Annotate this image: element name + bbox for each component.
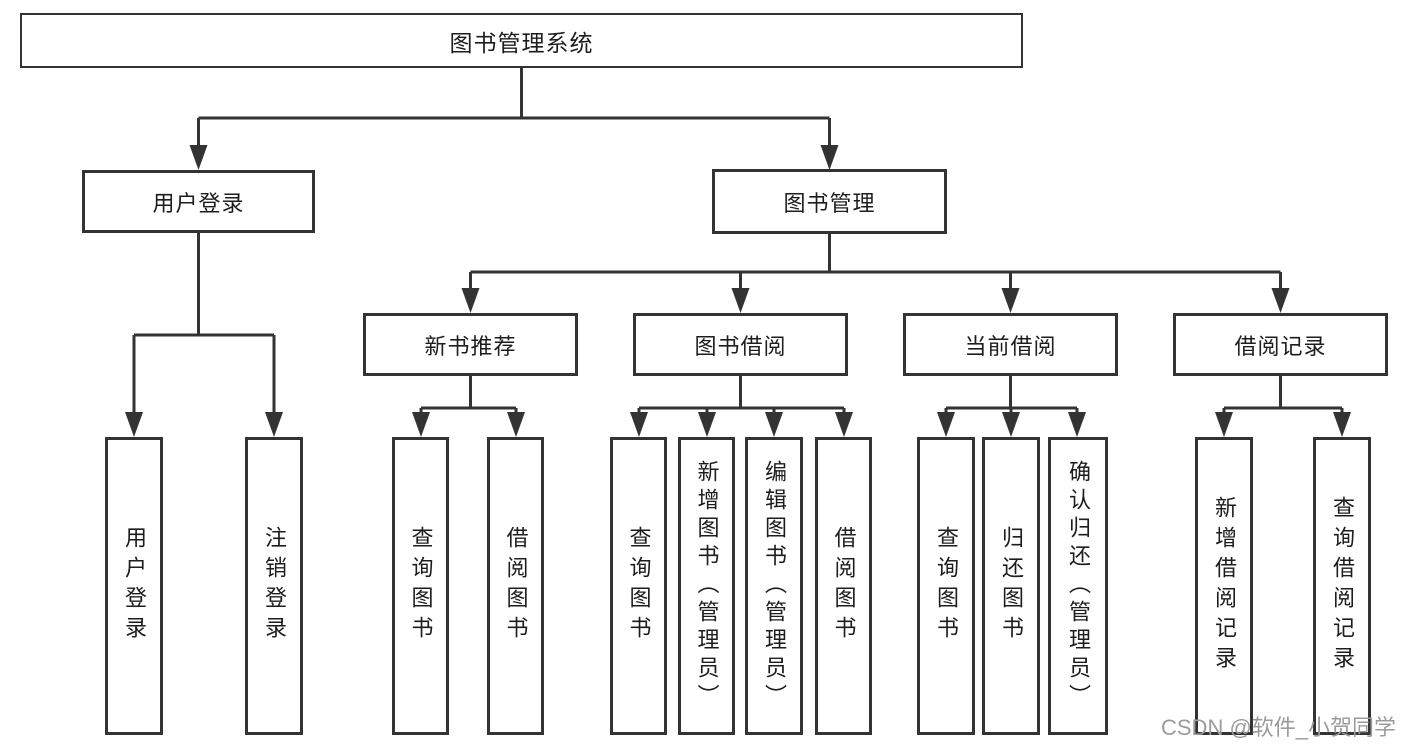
arrowhead (835, 412, 853, 437)
arrowhead (1001, 288, 1020, 313)
node-book-management: 图书管理 (712, 169, 947, 234)
node-query-borrow-record: 查询借阅记录 (1313, 437, 1371, 735)
arrowhead (1333, 412, 1351, 437)
arrowhead (731, 288, 750, 313)
node-borrow-books-recommend: 借阅图书 (487, 437, 544, 735)
node-library-system: 图书管理系统 (20, 13, 1023, 68)
node-add-books-admin: 新增图书（管理员） (678, 437, 735, 735)
node-add-borrow-record: 新增借阅记录 (1195, 437, 1253, 735)
node-query-books-recommend: 查询图书 (392, 437, 449, 735)
node-return-books: 归还图书 (982, 437, 1040, 735)
node-edit-books-admin: 编辑图书（管理员） (745, 437, 803, 735)
node-user-login: 用户登录 (82, 170, 315, 233)
watermark: CSDN @软件_小贺同学 (1161, 715, 1397, 740)
arrowhead (125, 412, 143, 437)
node-borrow-books: 借阅图书 (815, 437, 872, 735)
node-user-login-action: 用户登录 (105, 437, 163, 735)
arrowhead (820, 145, 839, 170)
arrowhead (1068, 412, 1086, 437)
node-new-book-recommendation: 新书推荐 (363, 313, 578, 376)
node-confirm-return-admin: 确认归还（管理员） (1048, 437, 1108, 735)
arrowhead (630, 412, 648, 437)
arrowhead (189, 145, 208, 170)
arrowhead (765, 412, 783, 437)
node-query-books-borrow: 查询图书 (610, 437, 667, 735)
arrowhead (507, 412, 525, 437)
arrowhead (461, 288, 480, 313)
arrowhead (1215, 412, 1233, 437)
arrowhead (1002, 412, 1020, 437)
node-logout: 注销登录 (245, 437, 303, 735)
node-current-borrowing: 当前借阅 (903, 313, 1118, 376)
arrowhead (698, 412, 716, 437)
node-borrowing-records: 借阅记录 (1173, 313, 1388, 376)
arrowhead (1271, 288, 1290, 313)
arrowhead (265, 412, 283, 437)
arrowhead (412, 412, 430, 437)
node-book-borrowing: 图书借阅 (633, 313, 848, 376)
arrowhead (937, 412, 955, 437)
node-query-books-current: 查询图书 (917, 437, 975, 735)
